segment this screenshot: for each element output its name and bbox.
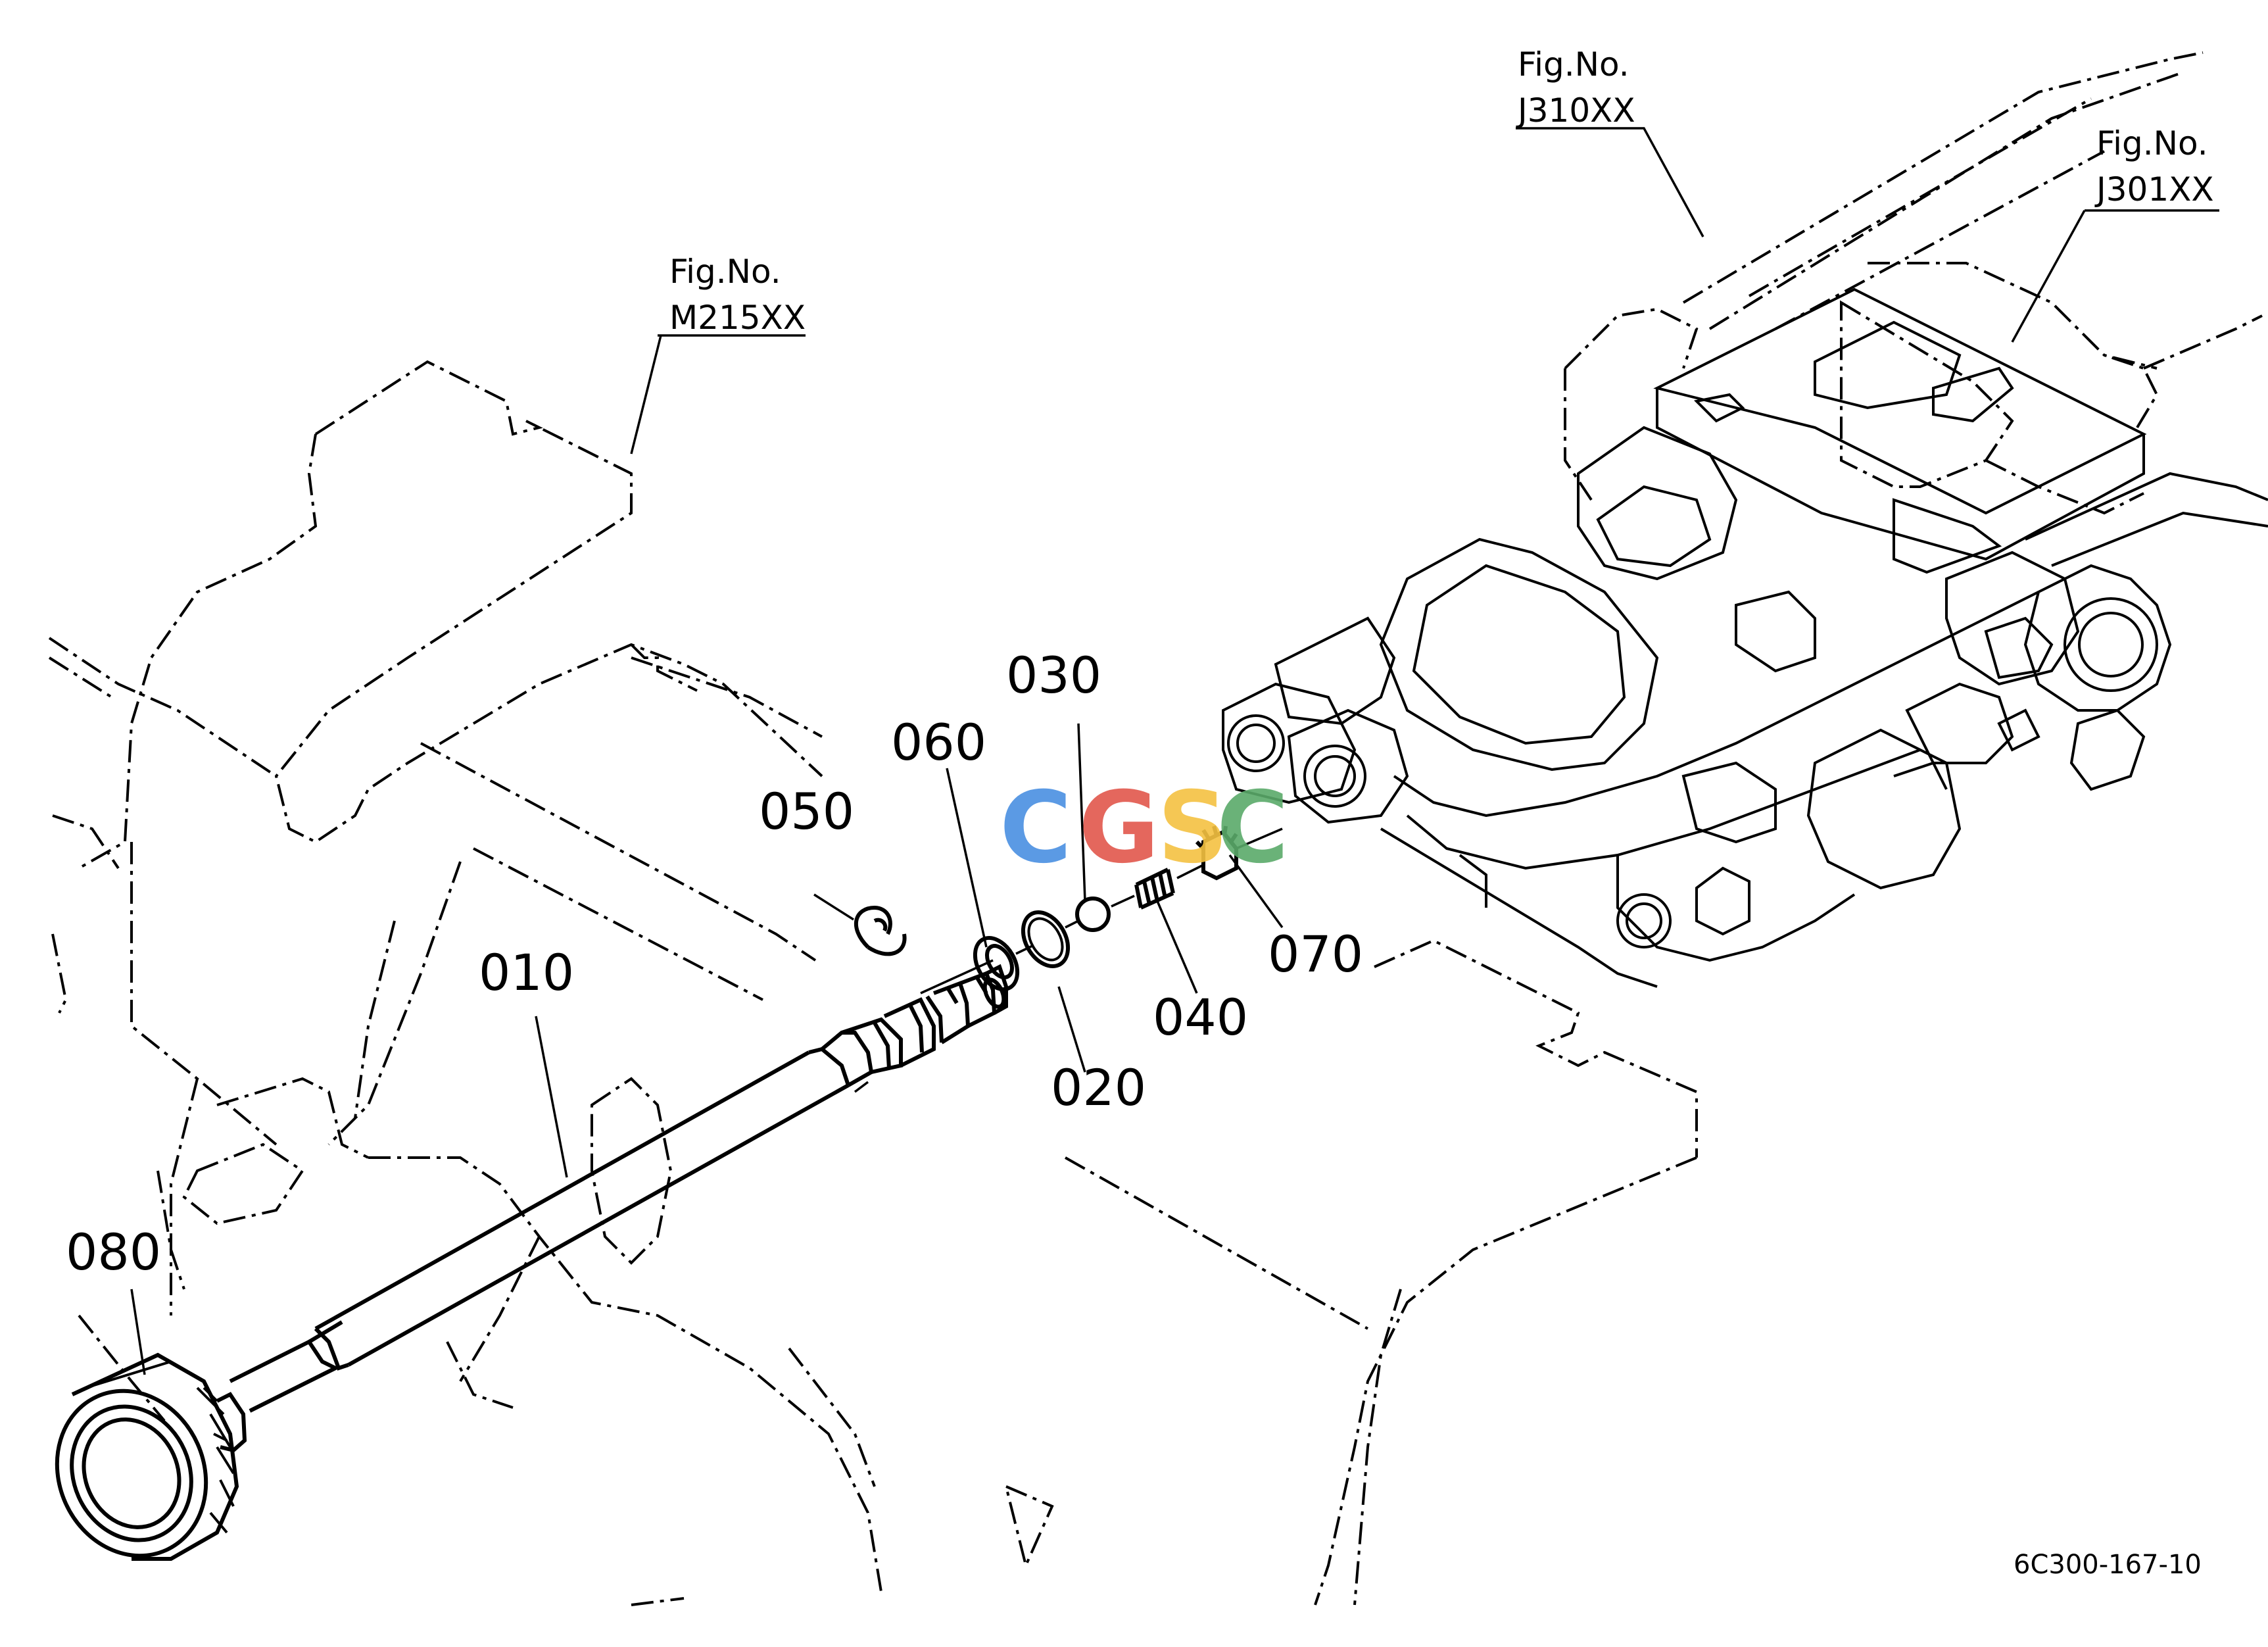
part-label-020: 020 [1051,1058,1146,1117]
watermark-letter-4: C [1217,771,1289,885]
fig-ref-j301xx: Fig.No. J301XX [2094,124,2214,209]
lower-plate-outline [1065,939,1698,1606]
part-label-060: 060 [891,713,986,772]
part-label-010: 010 [479,943,574,1002]
part-020-o-ring [1021,910,1071,968]
part-label-040: 040 [1153,988,1248,1046]
part-050-circlip [854,905,907,956]
leader-lines [130,127,2219,1375]
fig-ref-j301xx-line2: J301XX [2094,170,2214,209]
part-label-030: 030 [1006,646,1101,704]
fig-ref-j310xx-line2: J310XX [1516,91,1635,130]
drawing-code: 6C300-167-10 [2014,1550,2202,1580]
fig-ref-j310xx-line1: Fig.No. [1518,45,1629,84]
part-label-050: 050 [759,782,854,841]
part-label-070: 070 [1268,925,1363,983]
hydraulic-block-outline [1222,51,2268,988]
fig-ref-j310xx: Fig.No. J310XX [1516,45,1635,130]
part-060-backup-ring [973,936,1020,991]
fig-ref-j301xx-line1: Fig.No. [2096,124,2208,162]
cgsc-watermark: C G S C [1000,771,1289,885]
fig-ref-m215xx-line2: M215XX [669,299,806,337]
left-housing-outline [48,360,1054,1606]
part-label-080: 080 [66,1223,161,1281]
assembly-axis [854,827,1283,1093]
part-070-fitting [1195,825,1238,881]
shaft-assembly [55,964,1008,1561]
fig-ref-m215xx: Fig.No. M215XX [669,253,806,337]
part-030-ball [1075,897,1111,932]
watermark-letter-3: S [1157,771,1228,885]
part-040-spring [1134,868,1175,910]
watermark-letter-2: G [1078,771,1159,885]
fig-ref-m215xx-line1: Fig.No. [669,253,781,291]
watermark-letter-1: C [1000,771,1072,885]
